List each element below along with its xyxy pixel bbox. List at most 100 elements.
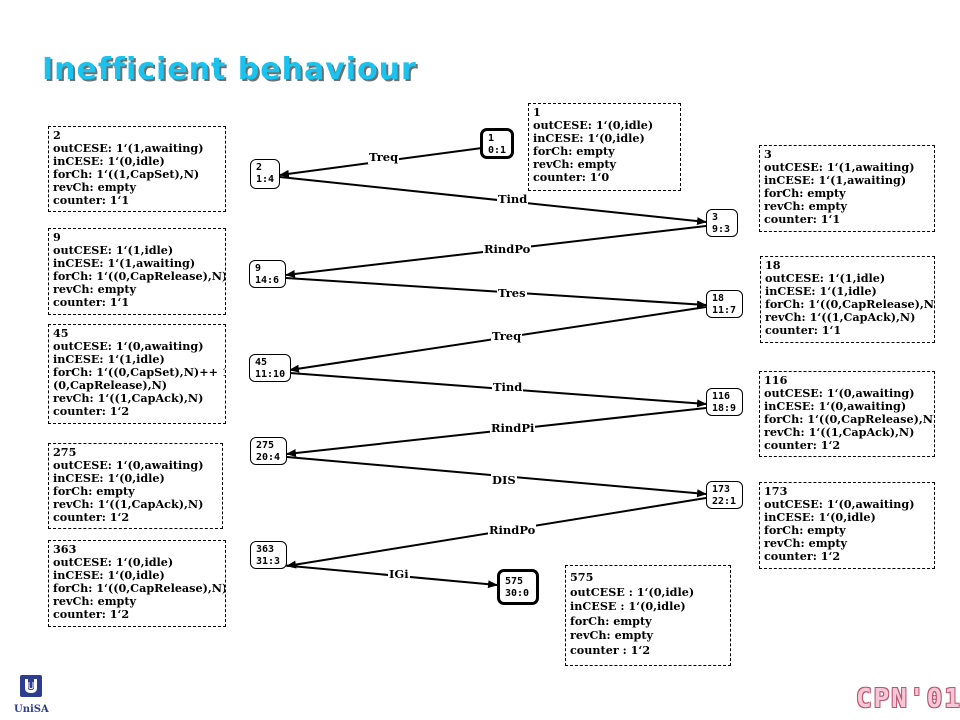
marking-forch: forCh: 1‘((0,CapSet),N)++ 1‘( xyxy=(53,365,226,379)
edge-9-18 xyxy=(285,277,707,309)
marking-forch: forCh: empty xyxy=(764,523,846,537)
marking-incese: inCESE: 1‘(0,idle) xyxy=(533,131,645,145)
state-node-id: 173 xyxy=(712,484,731,495)
state-node-275: 275 20:4 xyxy=(250,437,287,465)
marking-forch: forCh: empty xyxy=(53,484,135,498)
state-node-id: 116 xyxy=(712,391,731,402)
state-node-arcs: 9:3 xyxy=(712,224,731,235)
marking-counter: counter: 1‘2 xyxy=(764,438,841,452)
edge-label-rindpo-1: RindPo xyxy=(483,242,532,256)
state-node-id: 3 xyxy=(712,212,719,223)
marking-forch: forCh: empty xyxy=(533,144,615,158)
marking-incese: inCESE: 1‘(0,awaiting) xyxy=(764,399,907,413)
marking-incese: inCESE: 1‘(0,idle) xyxy=(53,471,165,485)
marking-outcese: outCESE: 1‘(1,awaiting) xyxy=(764,160,915,174)
state-node-arcs: 30:0 xyxy=(505,588,530,599)
marking-box-18: 18 outCESE: 1‘(1,idle) inCESE: 1‘(1,idle… xyxy=(760,256,935,343)
edge-label-treq-1: Treq xyxy=(368,150,400,164)
marking-outcese: outCESE: 1‘(1,awaiting) xyxy=(53,141,204,155)
marking-revch: revCh: empty xyxy=(764,536,848,550)
marking-revch: revCh: 1‘((1,CapAck),N) xyxy=(764,425,915,439)
marking-id: 2 xyxy=(53,128,61,142)
state-node-575: 575 30:0 xyxy=(497,569,539,605)
state-node-9: 9 14:6 xyxy=(249,260,286,288)
marking-revch: revCh: empty xyxy=(533,157,617,171)
marking-revch: revCh: empty xyxy=(764,199,848,213)
marking-box-9: 9 outCESE: 1‘(1,idle) inCESE: 1‘(1,await… xyxy=(48,228,226,315)
edge-label-treq-2: Treq xyxy=(491,329,523,343)
state-node-arcs: 31:3 xyxy=(256,556,281,567)
edge-label-tres: Tres xyxy=(497,286,527,300)
marking-id: 1 xyxy=(533,105,541,119)
marking-box-2: 2 outCESE: 1‘(1,awaiting) inCESE: 1‘(0,i… xyxy=(48,126,226,212)
marking-forch: forCh: 1‘((0,CapRelease),N) xyxy=(765,297,935,311)
marking-forch: forCh: empty xyxy=(570,613,652,628)
state-node-18: 18 11:7 xyxy=(706,290,743,318)
marking-forch: forCh: 1‘((0,CapRelease),N) xyxy=(764,412,935,426)
marking-revch: revCh: 1‘((1,CapAck),N) xyxy=(765,310,916,324)
marking-box-116: 116 outCESE: 1‘(0,awaiting) inCESE: 1‘(0… xyxy=(759,371,935,457)
edge-2-3 xyxy=(279,176,707,226)
marking-incese: inCESE: 1‘(0,idle) xyxy=(764,510,876,524)
state-node-173: 173 22:1 xyxy=(706,481,743,509)
edge-label-tind-1: Tind xyxy=(497,192,529,206)
unisa-logo-text: UniSA xyxy=(14,704,49,715)
marking-id: 9 xyxy=(53,230,61,244)
edge-label-tind-2: Tind xyxy=(492,380,524,394)
marking-forch: forCh: 1‘((1,CapSet),N) xyxy=(53,167,200,181)
marking-incese: inCESE: 1‘(1,idle) xyxy=(765,284,877,298)
marking-id: 3 xyxy=(764,147,772,161)
edge-label-rindpi: RindPi xyxy=(490,421,536,435)
page-title: Inefficient behaviour xyxy=(42,52,417,87)
marking-outcese: outCESE: 1‘(0,idle) xyxy=(53,555,174,569)
marking-counter: counter: 1‘2 xyxy=(764,549,841,563)
state-node-2: 2 1:4 xyxy=(250,159,280,189)
state-node-id: 9 xyxy=(255,263,262,274)
state-node-45: 45 11:10 xyxy=(249,354,291,382)
state-node-id: 1 xyxy=(488,133,495,144)
marking-outcese: outCESE: 1‘(0,awaiting) xyxy=(53,339,204,353)
marking-revch: revCh: 1‘((1,CapAck),N) xyxy=(53,497,204,511)
marking-outcese: outCESE: 1‘(0,awaiting) xyxy=(764,497,915,511)
marking-revch: revCh: empty xyxy=(53,180,137,194)
marking-revch: revCh: empty xyxy=(570,628,654,642)
marking-counter: counter: 1‘2 xyxy=(53,404,130,418)
state-node-1: 1 0:1 xyxy=(480,128,514,159)
marking-id: 363 xyxy=(53,542,77,556)
marking-outcese: outCESE : 1‘(0,idle) xyxy=(570,584,695,599)
state-node-id: 363 xyxy=(256,544,275,555)
marking-incese: inCESE: 1‘(0,idle) xyxy=(53,154,165,168)
marking-forch: forCh: 1‘((0,CapRelease),N) xyxy=(53,581,226,595)
marking-incese: inCESE: 1‘(1,awaiting) xyxy=(53,256,196,270)
marking-forch-cont: (0,CapRelease),N) xyxy=(53,378,168,392)
state-node-363: 363 31:3 xyxy=(250,541,287,569)
marking-forch: forCh: 1‘((0,CapRelease),N) xyxy=(53,269,226,283)
marking-box-363: 363 outCESE: 1‘(0,idle) inCESE: 1‘(0,idl… xyxy=(48,540,226,627)
marking-box-173: 173 outCESE: 1‘(0,awaiting) inCESE: 1‘(0… xyxy=(759,482,935,569)
marking-counter: counter: 1‘2 xyxy=(53,607,130,621)
marking-outcese: outCESE: 1‘(1,idle) xyxy=(765,271,886,285)
marking-id: 275 xyxy=(53,445,77,459)
marking-counter: counter : 1‘2 xyxy=(570,642,651,657)
edge-label-igi: IGi xyxy=(388,567,410,581)
state-node-arcs: 11:10 xyxy=(255,369,286,380)
marking-incese: inCESE : 1‘(0,idle) xyxy=(570,599,686,613)
state-node-116: 116 18:9 xyxy=(706,388,743,416)
marking-outcese: outCESE: 1‘(0,awaiting) xyxy=(53,458,204,472)
state-node-3: 3 9:3 xyxy=(706,209,738,237)
marking-outcese: outCESE: 1‘(0,awaiting) xyxy=(764,386,915,400)
state-node-arcs: 18:9 xyxy=(712,403,737,414)
marking-id: 45 xyxy=(53,326,69,340)
marking-counter: counter: 1‘1 xyxy=(53,193,130,207)
marking-incese: inCESE: 1‘(0,idle) xyxy=(53,568,165,582)
state-node-arcs: 0:1 xyxy=(488,145,507,156)
marking-box-575: 575 outCESE : 1‘(0,idle) inCESE : 1‘(0,i… xyxy=(565,565,731,666)
state-node-arcs: 14:6 xyxy=(255,275,280,286)
marking-box-45: 45 outCESE: 1‘(0,awaiting) inCESE: 1‘(1,… xyxy=(48,324,226,424)
marking-revch: revCh: empty xyxy=(53,282,137,296)
state-node-arcs: 11:7 xyxy=(712,305,737,316)
marking-id: 575 xyxy=(570,570,594,584)
state-node-arcs: 22:1 xyxy=(712,496,737,507)
marking-counter: counter: 1‘1 xyxy=(53,295,130,309)
state-node-id: 2 xyxy=(256,162,263,173)
